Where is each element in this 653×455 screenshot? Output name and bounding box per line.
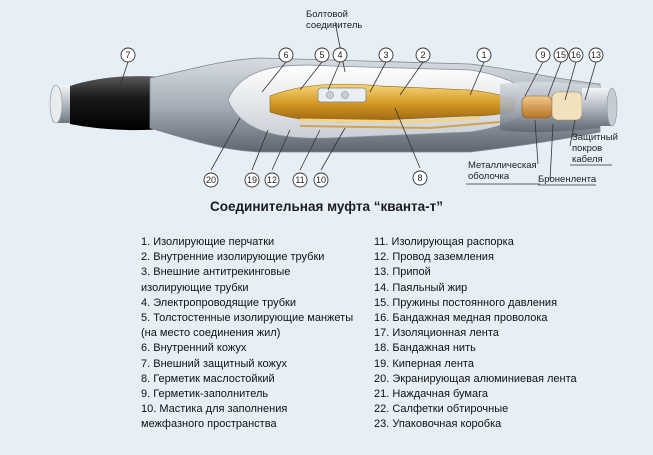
svg-text:1: 1 — [481, 50, 486, 60]
right-cable — [500, 81, 618, 133]
legend-item: 17. Изоляционная лента — [374, 327, 499, 340]
legend-right: 11. Изолирующая распорка 12. Провод зазе… — [374, 235, 577, 433]
svg-text:19: 19 — [247, 175, 257, 185]
legend-item: 19. Киперная лента — [374, 357, 474, 370]
legend-item: 18. Бандажная нить — [374, 342, 476, 355]
callout-3: 3 — [378, 47, 394, 63]
legend-item: 11. Изолирующая распорка — [374, 236, 514, 248]
legend-item: изолирующие трубки — [141, 281, 249, 294]
callout-7: 7 — [120, 47, 136, 63]
legend-item: межфазного пространства — [141, 418, 277, 431]
number-callouts: 7 6 5 4 3 2 1 9 15 16 13 20 19 12 11 10 … — [120, 47, 604, 188]
metal-sheath-label-1: Металлическая — [468, 160, 537, 171]
callout-6: 6 — [278, 47, 294, 63]
svg-text:12: 12 — [267, 175, 277, 185]
legend-item: 12. Провод заземления — [374, 251, 494, 264]
svg-text:15: 15 — [556, 50, 566, 60]
legend-item: 21. Наждачная бумага — [374, 388, 489, 401]
legend-item: 9. Герметик-заполнитель — [141, 388, 269, 401]
svg-text:2: 2 — [420, 50, 425, 60]
callout-11: 11 — [292, 172, 308, 188]
callout-5: 5 — [314, 47, 330, 63]
svg-text:13: 13 — [591, 50, 601, 60]
svg-text:3: 3 — [383, 50, 388, 60]
legend-item: 22. Салфетки обтирочные — [374, 403, 509, 416]
protective-cover-label-1: Защитный — [572, 132, 618, 143]
callout-4: 4 — [332, 47, 348, 63]
armor-label: Броненлента — [538, 174, 597, 185]
protective-cover-label-2: покров — [572, 143, 602, 154]
callout-15: 15 — [553, 47, 569, 63]
legend-item: 4. Электропроводящие трубки — [141, 296, 296, 309]
callout-9: 9 — [535, 47, 551, 63]
legend-item: 2. Внутренние изолирующие трубки — [141, 251, 325, 264]
legend-item: 15. Пружины постоянного давления — [374, 296, 558, 309]
callout-8: 8 — [412, 170, 428, 186]
bolt-connector-label-1: Болтовой — [306, 9, 348, 20]
svg-text:8: 8 — [417, 173, 422, 183]
svg-text:9: 9 — [540, 50, 545, 60]
callout-1: 1 — [476, 47, 492, 63]
diagram-title: Соединительная муфта “кванта-т” — [209, 199, 444, 214]
callout-20: 20 — [203, 172, 219, 188]
cable-joint-diagram: 7 6 5 4 3 2 1 9 15 16 13 20 19 12 11 10 … — [49, 9, 618, 188]
svg-text:7: 7 — [125, 50, 130, 60]
legend-item: 20. Экранирующая алюминиевая лента — [374, 372, 577, 385]
legend-left: 1. Изолирующие перчатки 2. Внутренние из… — [141, 235, 353, 433]
legend-item: 3. Внешние антитрекинговые — [141, 266, 291, 279]
side-labels: Болтовой соединитель Металлическая оболо… — [306, 9, 618, 186]
bolt-connector-label-2: соединитель — [306, 20, 362, 31]
left-cable — [49, 76, 170, 131]
svg-text:20: 20 — [206, 175, 216, 185]
svg-text:11: 11 — [295, 175, 304, 185]
metal-sheath-label-2: оболочка — [468, 171, 510, 182]
callout-2: 2 — [415, 47, 431, 63]
protective-cover-label-3: кабеля — [572, 154, 603, 165]
callout-16: 16 — [568, 47, 584, 63]
legend-item: (на место соединения жил) — [141, 327, 281, 340]
legend-item: 7. Внешний защитный кожух — [141, 357, 287, 370]
legend-item: 5. Толстостенные изолирующие манжеты — [141, 312, 354, 325]
svg-text:5: 5 — [319, 50, 324, 60]
svg-text:6: 6 — [283, 50, 288, 60]
svg-text:10: 10 — [316, 175, 326, 185]
legend-item: 1. Изолирующие перчатки — [141, 236, 275, 248]
callout-lines — [117, 21, 597, 181]
callout-10: 10 — [313, 172, 329, 188]
legend-item: 23. Упаковочная коробка — [374, 418, 502, 431]
callout-12: 12 — [264, 172, 280, 188]
legend-item: 6. Внутренний кожух — [141, 342, 247, 355]
callout-19: 19 — [244, 172, 260, 188]
svg-text:4: 4 — [337, 50, 342, 60]
legend-item: 10. Мастика для заполнения — [141, 403, 288, 416]
svg-text:16: 16 — [571, 50, 581, 60]
legend-item: 8. Герметик маслостойкий — [141, 372, 275, 385]
legend-item: 16. Бандажная медная проволока — [374, 312, 548, 325]
callout-13: 13 — [588, 47, 604, 63]
legend-item: 14. Паяльный жир — [374, 281, 468, 294]
legend-item: 13. Припой — [374, 266, 431, 279]
